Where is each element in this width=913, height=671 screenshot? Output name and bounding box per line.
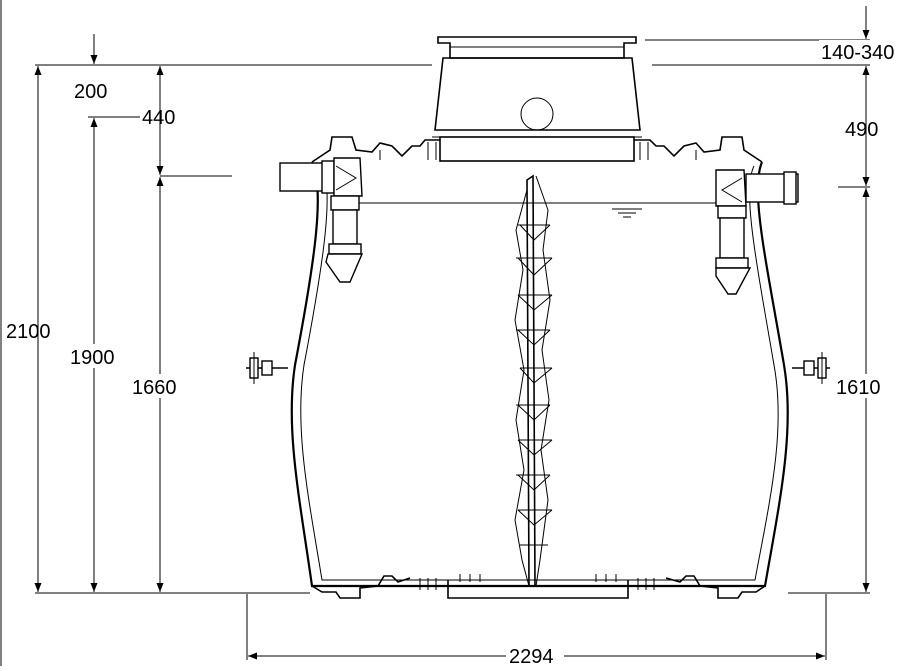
dimension-lines [34, 6, 870, 660]
inlet-pipe [279, 157, 364, 283]
lid-base-collar [439, 136, 635, 162]
dim-overall-height: 2100 [6, 321, 51, 343]
lifting-lug-left [246, 352, 288, 384]
dim-outlet-height: 1610 [836, 377, 881, 399]
central-baffle [514, 174, 553, 587]
dim-inlet-height: 1660 [132, 377, 177, 399]
dim-inlet-offset: 440 [142, 107, 175, 129]
tank-body [290, 136, 789, 599]
dim-top-offset: 200 [74, 81, 107, 103]
dim-outlet-offset: 490 [845, 119, 878, 141]
dim-overall-width: 2294 [509, 646, 554, 666]
dimension-labels: 2100 1900 1660 1610 200 440 140-340 490 … [6, 40, 909, 668]
outlet-pipe [715, 169, 799, 295]
lifting-lug-right [792, 352, 830, 384]
dim-lid-extension: 140-340 [821, 42, 894, 64]
manhole-lid [432, 36, 642, 162]
dim-height-to-lid-base: 1900 [70, 347, 115, 369]
water-level-symbol [612, 208, 642, 218]
vent-port [520, 97, 554, 131]
